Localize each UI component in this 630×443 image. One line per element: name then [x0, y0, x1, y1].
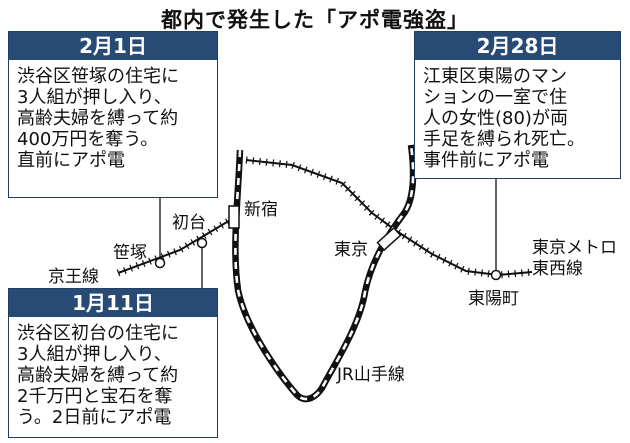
shinjuku-station-marker	[228, 205, 240, 229]
incident-description: 江東区東陽のマン ションの一室で住 人の女性(80)が両 手足を縛られ死亡。 事…	[423, 66, 585, 171]
incident-box-feb1: 2月1日 渋谷区笹塚の住宅に 3人組が押し入り、 高齢夫婦を縛って約 400万円…	[8, 31, 218, 198]
hatsudai-station-marker	[196, 237, 208, 249]
incident-description: 渋谷区笹塚の住宅に 3人組が押し入り、 高齢夫婦を縛って約 400万円を奪う。 …	[17, 66, 179, 171]
tokyo-station-marker	[376, 226, 402, 252]
keio-line	[116, 215, 234, 277]
station-label-shinjuku: 新宿	[244, 200, 278, 220]
line-label-metro: 東京メトロ	[532, 238, 617, 258]
station-label-sasazuka: 笹塚	[113, 243, 147, 263]
line-label-tozai: 東西線	[532, 259, 583, 279]
incident-box-feb28: 2月28日 江東区東陽のマン ションの一室で住 人の女性(80)が両 手足を縛ら…	[414, 31, 621, 179]
incident-box-jan11: 1月11日 渋谷区初台の住宅に 3人組が押し入り、 高齢夫婦を縛って約 2千万円…	[8, 288, 218, 438]
station-label-tokyo: 東京	[334, 240, 368, 260]
incident-date: 1月11日	[9, 289, 217, 317]
incident-date: 2月1日	[9, 32, 217, 60]
yamanote-line	[232, 144, 417, 403]
sasazuka-station-marker	[154, 257, 166, 269]
incident-date: 2月28日	[415, 32, 620, 60]
line-label-keio: 京王線	[48, 267, 99, 287]
station-label-hatsudai: 初台	[172, 213, 206, 233]
station-label-toyocho: 東陽町	[468, 289, 519, 309]
line-label-yamanote: JR山手線	[337, 365, 405, 385]
toyocho-station-marker	[490, 269, 502, 281]
incident-description: 渋谷区初台の住宅に 3人組が押し入り、 高齢夫婦を縛って約 2千万円と宝石を奪 …	[17, 323, 179, 428]
page-title: 都内で発生した「アポ電強盗」	[161, 8, 469, 32]
